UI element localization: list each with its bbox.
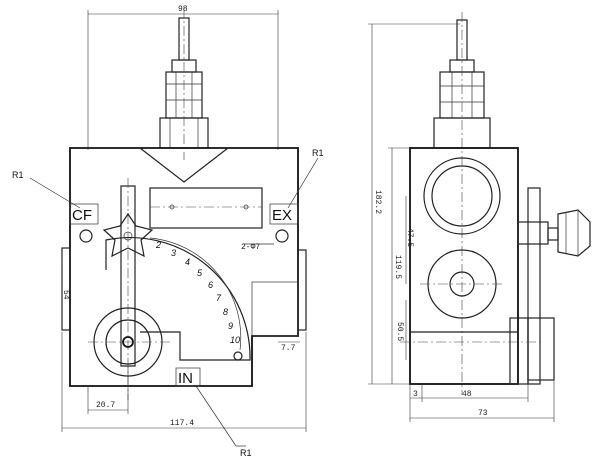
dim-left-height: 54: [61, 290, 70, 300]
side-bottom-boss: [509, 317, 529, 385]
front-right-step: [251, 281, 299, 337]
port-label-ex: EX: [272, 207, 292, 224]
dim-middle: 119.5: [393, 255, 402, 279]
side-knob[interactable]: [557, 209, 591, 257]
front-mount-hole-right: [275, 229, 289, 243]
side-port-upper-outer: [423, 157, 501, 235]
dim-base-small: 3: [413, 390, 418, 399]
scale-mark: 5: [197, 268, 203, 278]
front-scale-screw: [233, 351, 243, 361]
front-v-notch: [139, 147, 229, 183]
leader-r1-bottom: [195, 385, 237, 447]
front-right-boss: [297, 249, 307, 331]
front-scale-arc: [149, 237, 242, 351]
callout-r1-bottom: R1: [240, 448, 252, 458]
side-bottom-boss-cap: [527, 317, 555, 381]
front-left-boss: [61, 247, 71, 331]
dim-lower: 50.5: [395, 322, 404, 341]
leader-r1-top-left: [29, 177, 81, 209]
dim-mount-holes: 2-Φ7: [241, 243, 260, 252]
side-lever-bar: [527, 187, 541, 385]
dim-right-small: 7.7: [281, 344, 296, 353]
side-lever-collar: [517, 221, 549, 245]
dim-overall-height: 182.2: [373, 190, 382, 214]
scale-mark: 6: [208, 280, 213, 290]
scale-mark: 8: [223, 307, 228, 317]
scale-mark: 3: [171, 248, 176, 258]
dim-left-offset: 20.7: [96, 401, 115, 410]
dim-overall-width: 117.4: [170, 419, 194, 428]
front-window-slot: [149, 187, 263, 229]
dim-top-width: 98: [178, 5, 188, 14]
side-view: 182.2 119.5 47.5 50.5 3 48 73: [368, 12, 591, 422]
callout-r1-top-right: R1: [312, 148, 324, 158]
dim-upper: 47.5: [405, 228, 414, 247]
side-port-upper-inner: [431, 165, 493, 227]
scale-mark: 2: [155, 240, 161, 250]
callout-r1-top-left: R1: [12, 170, 24, 180]
port-label-cf: CF: [72, 207, 92, 224]
port-label-in: IN: [178, 370, 193, 387]
leader-r1-top-right: [287, 157, 319, 209]
front-scale-plate: [105, 237, 251, 361]
scale-mark: 7: [216, 293, 222, 303]
front-mount-hole-left: [79, 229, 93, 243]
side-body-outline: [409, 147, 519, 385]
scale-mark: 9: [228, 321, 233, 331]
scale-mark: 4: [185, 257, 190, 267]
scale-mark: 10: [230, 335, 240, 345]
front-star-knob[interactable]: [102, 212, 154, 258]
dim-side-overall-width: 73: [478, 409, 488, 418]
front-body-outline: [69, 147, 299, 387]
dim-base-mid: 48: [462, 390, 472, 399]
front-scale-numbers: 2 3 4 5 6 7 8 9 10: [155, 240, 240, 345]
front-view: 98 2-Φ7: [12, 5, 324, 458]
